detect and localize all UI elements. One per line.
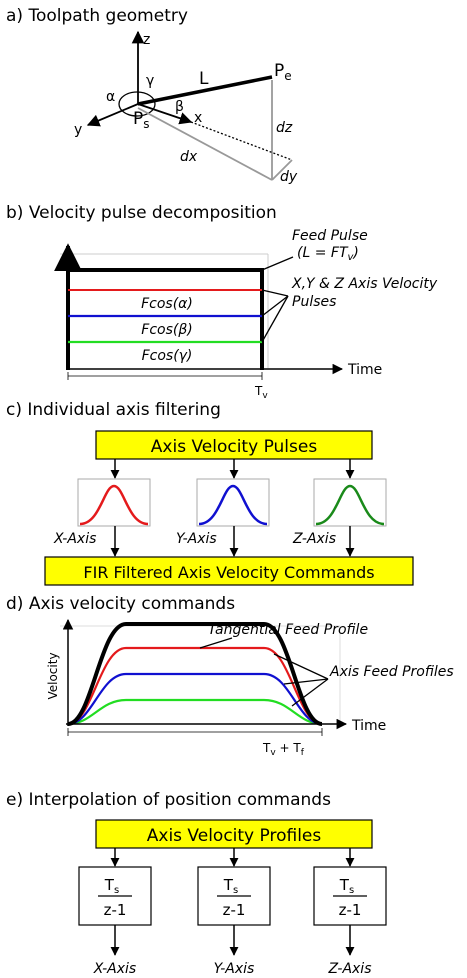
d-velocity-label: Velocity xyxy=(46,652,60,699)
svg-text:z-1: z-1 xyxy=(104,901,127,919)
svg-text:Ts: Ts xyxy=(104,876,119,896)
tangential-profile xyxy=(67,622,323,726)
dy-line xyxy=(271,159,293,181)
red-axis-profile xyxy=(67,646,323,726)
axis-velocity-pulses-box xyxy=(95,430,373,460)
tangential-feed-label: Tangential Feed Profile xyxy=(208,622,368,638)
svg-text:z-1: z-1 xyxy=(223,901,246,919)
axis-filtering-diagram: Axis Velocity Pulses X-Axis Y-Axis Z-Axi… xyxy=(44,430,414,586)
y-axis-line xyxy=(86,103,139,127)
y-axis-output-label: Y-Axis xyxy=(214,961,255,977)
y-filter-curve xyxy=(198,484,268,526)
svg-text:Ts: Ts xyxy=(339,876,354,896)
pointer-blue xyxy=(261,295,289,317)
y-integrator-tf: Ts z-1 xyxy=(217,876,251,919)
axis-pulses-label-2: Pulses xyxy=(292,294,336,310)
pointer-green-profile xyxy=(291,678,329,707)
pointer-green xyxy=(261,295,289,343)
svg-text:z-1: z-1 xyxy=(339,901,362,919)
x-axis-output-label: X-Axis xyxy=(93,961,136,977)
svg-text:Ts: Ts xyxy=(223,876,238,896)
axis-feed-label: Axis Feed Profiles xyxy=(329,664,454,680)
alpha-label: α xyxy=(106,89,115,105)
fcos-gamma-label: Fcos(γ) xyxy=(142,348,193,364)
projection-dotted-line xyxy=(190,121,293,161)
axis-velocity-profiles-text: Axis Velocity Profiles xyxy=(147,826,322,846)
pointer-red xyxy=(261,289,289,297)
x-filter-box xyxy=(77,478,151,527)
ps-label: Ps xyxy=(133,109,150,131)
interpolation-diagram: Axis Velocity Profiles Ts z-1 Ts z-1 Ts … xyxy=(78,819,387,977)
d-duration-label: Tv + Tf xyxy=(262,741,305,758)
fcos-beta-label: Fcos(β) xyxy=(141,322,192,338)
x-axis-label: x xyxy=(194,110,202,126)
L-label: L xyxy=(199,69,209,89)
section-b-title: b) Velocity pulse decomposition xyxy=(6,203,277,223)
x-axis-line xyxy=(137,103,193,125)
section-d-title: d) Axis velocity commands xyxy=(6,594,236,614)
z-axis-filter-label: Z-Axis xyxy=(292,531,336,547)
fir-filtered-text: FIR Filtered Axis Velocity Commands xyxy=(83,563,374,582)
feed-pulse-formula: (L = FTv) xyxy=(297,245,359,263)
feed-pulse-label: Feed Pulse xyxy=(292,228,368,244)
time-label: Time xyxy=(347,362,382,378)
angle-arc xyxy=(118,91,156,117)
tangential-pointer xyxy=(199,637,233,649)
dy-label: dy xyxy=(280,169,298,185)
y-axis-label: y xyxy=(74,122,82,138)
section-a-title: a) Toolpath geometry xyxy=(6,6,188,26)
axis-velocity-commands-plot: Time Velocity Tv + Tf Tangential Feed Pr… xyxy=(46,618,454,758)
feed-pulse-pointer xyxy=(261,256,294,271)
x-integrator-tf: Ts z-1 xyxy=(98,876,132,919)
fcos-alpha-label: Fcos(α) xyxy=(141,296,193,312)
blue-axis-profile xyxy=(67,672,323,726)
pointer-red-profile xyxy=(273,653,329,680)
z-integrator-tf: Ts z-1 xyxy=(333,876,367,919)
y-axis-filter-label: Y-Axis xyxy=(176,531,217,547)
dx-label: dx xyxy=(180,149,198,165)
dx-line xyxy=(137,107,273,181)
z-axis-label: z xyxy=(143,32,150,48)
z-axis-output-label: Z-Axis xyxy=(328,961,372,977)
dz-label: dz xyxy=(276,120,293,136)
pe-label: Pe xyxy=(274,61,292,83)
gamma-label: γ xyxy=(146,73,154,89)
velocity-pulse-diagram: Time Fcos(α) Fcos(β) Fcos(γ) Tv Feed Pul… xyxy=(54,228,438,401)
toolpath-line xyxy=(137,75,273,106)
x-filter-curve xyxy=(79,484,149,526)
green-axis-profile xyxy=(67,698,323,726)
fir-filtered-box xyxy=(44,556,414,586)
beta-label: β xyxy=(175,99,184,115)
axis-velocity-pulses-text: Axis Velocity Pulses xyxy=(151,437,318,457)
z-filter-curve xyxy=(315,484,385,526)
axis-velocity-profiles-box xyxy=(95,819,373,849)
d-time-label: Time xyxy=(351,718,386,734)
axis-pulses-label: X,Y & Z Axis Velocity xyxy=(291,276,438,292)
tv-label: Tv xyxy=(254,384,268,401)
toolpath-geometry-diagram: z y x α γ β L Pe Ps dz dx dy xyxy=(74,30,298,185)
pointer-blue-profile xyxy=(283,678,329,685)
x-axis-filter-label: X-Axis xyxy=(53,531,96,547)
section-e-title: e) Interpolation of position commands xyxy=(6,790,331,810)
section-c-title: c) Individual axis filtering xyxy=(6,400,221,420)
